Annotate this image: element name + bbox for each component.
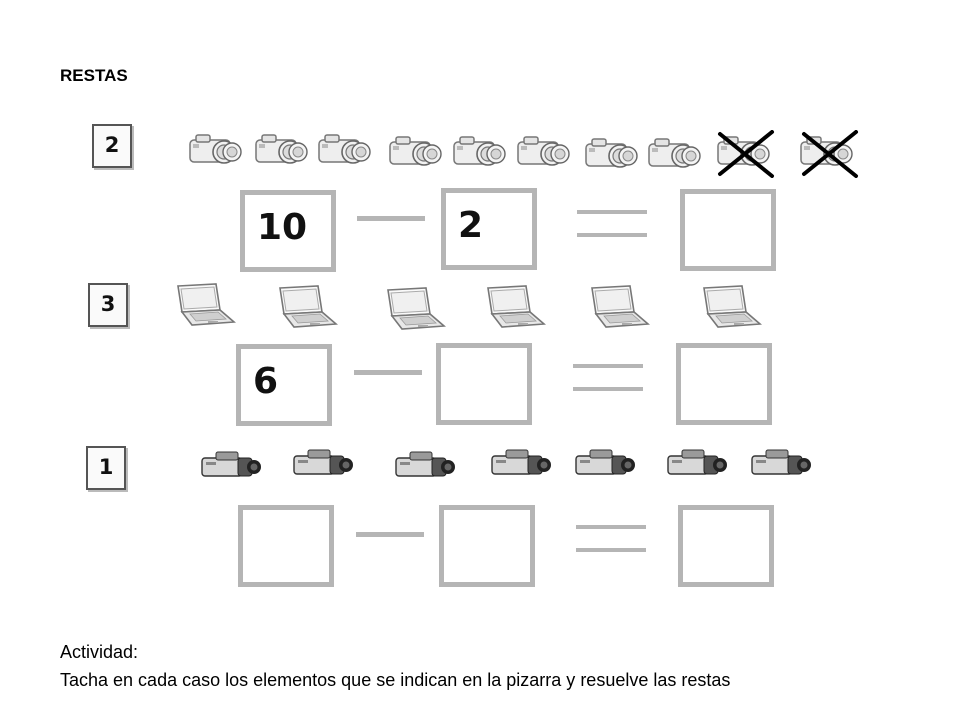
whiteboard-number-2: 3 — [88, 283, 128, 327]
activity-heading: Actividad: — [60, 642, 139, 662]
laptop-icon[interactable] — [168, 282, 236, 328]
camcorder-icon[interactable] — [290, 446, 354, 478]
cross-mark-icon — [718, 130, 774, 178]
equals-sign — [576, 525, 646, 552]
whiteboard-number-label: 1 — [98, 455, 114, 479]
whiteboard-number-3: 1 — [86, 446, 126, 490]
answer-box-minuend[interactable] — [238, 505, 334, 587]
equals-sign — [577, 210, 647, 237]
camera-icon[interactable] — [313, 128, 373, 168]
answer-box-result[interactable] — [680, 189, 776, 271]
answer-box-minuend[interactable]: 10 — [240, 190, 336, 272]
camera-icon[interactable] — [580, 132, 640, 172]
answer-box-result[interactable] — [678, 505, 774, 587]
box-value: 2 — [458, 205, 484, 246]
cross-mark-icon — [802, 130, 858, 178]
minus-sign — [356, 532, 424, 537]
camcorder-icon[interactable] — [664, 446, 728, 478]
camera-icon[interactable] — [250, 128, 310, 168]
laptop-icon[interactable] — [694, 284, 762, 330]
camcorder-icon[interactable] — [392, 448, 456, 480]
box-value: 6 — [253, 361, 279, 402]
camera-icon[interactable] — [384, 130, 444, 170]
camera-icon[interactable] — [512, 130, 572, 170]
whiteboard-number-label: 3 — [100, 292, 116, 316]
camcorder-icon[interactable] — [198, 448, 262, 480]
laptop-icon[interactable] — [270, 284, 338, 330]
answer-box-subtrahend[interactable] — [439, 505, 535, 587]
laptop-icon[interactable] — [478, 284, 546, 330]
laptop-icon[interactable] — [378, 286, 446, 332]
page-title: RESTAS — [60, 66, 128, 85]
whiteboard-number-1: 2 — [92, 124, 132, 168]
camera-icon[interactable] — [712, 130, 772, 170]
answer-box-minuend[interactable]: 6 — [236, 344, 332, 426]
box-value: 10 — [257, 207, 308, 248]
minus-sign — [354, 370, 422, 375]
laptop-icon[interactable] — [582, 284, 650, 330]
camera-icon[interactable] — [184, 128, 244, 168]
minus-sign — [357, 216, 425, 221]
camcorder-icon[interactable] — [572, 446, 636, 478]
camcorder-icon[interactable] — [488, 446, 552, 478]
equals-sign — [573, 364, 643, 391]
camcorder-icon[interactable] — [748, 446, 812, 478]
answer-box-subtrahend[interactable] — [436, 343, 532, 425]
camera-icon[interactable] — [448, 130, 508, 170]
answer-box-subtrahend[interactable]: 2 — [441, 188, 537, 270]
answer-box-result[interactable] — [676, 343, 772, 425]
camera-icon[interactable] — [643, 132, 703, 172]
activity-instructions: Tacha en cada caso los elementos que se … — [60, 670, 731, 690]
whiteboard-number-label: 2 — [104, 133, 120, 157]
